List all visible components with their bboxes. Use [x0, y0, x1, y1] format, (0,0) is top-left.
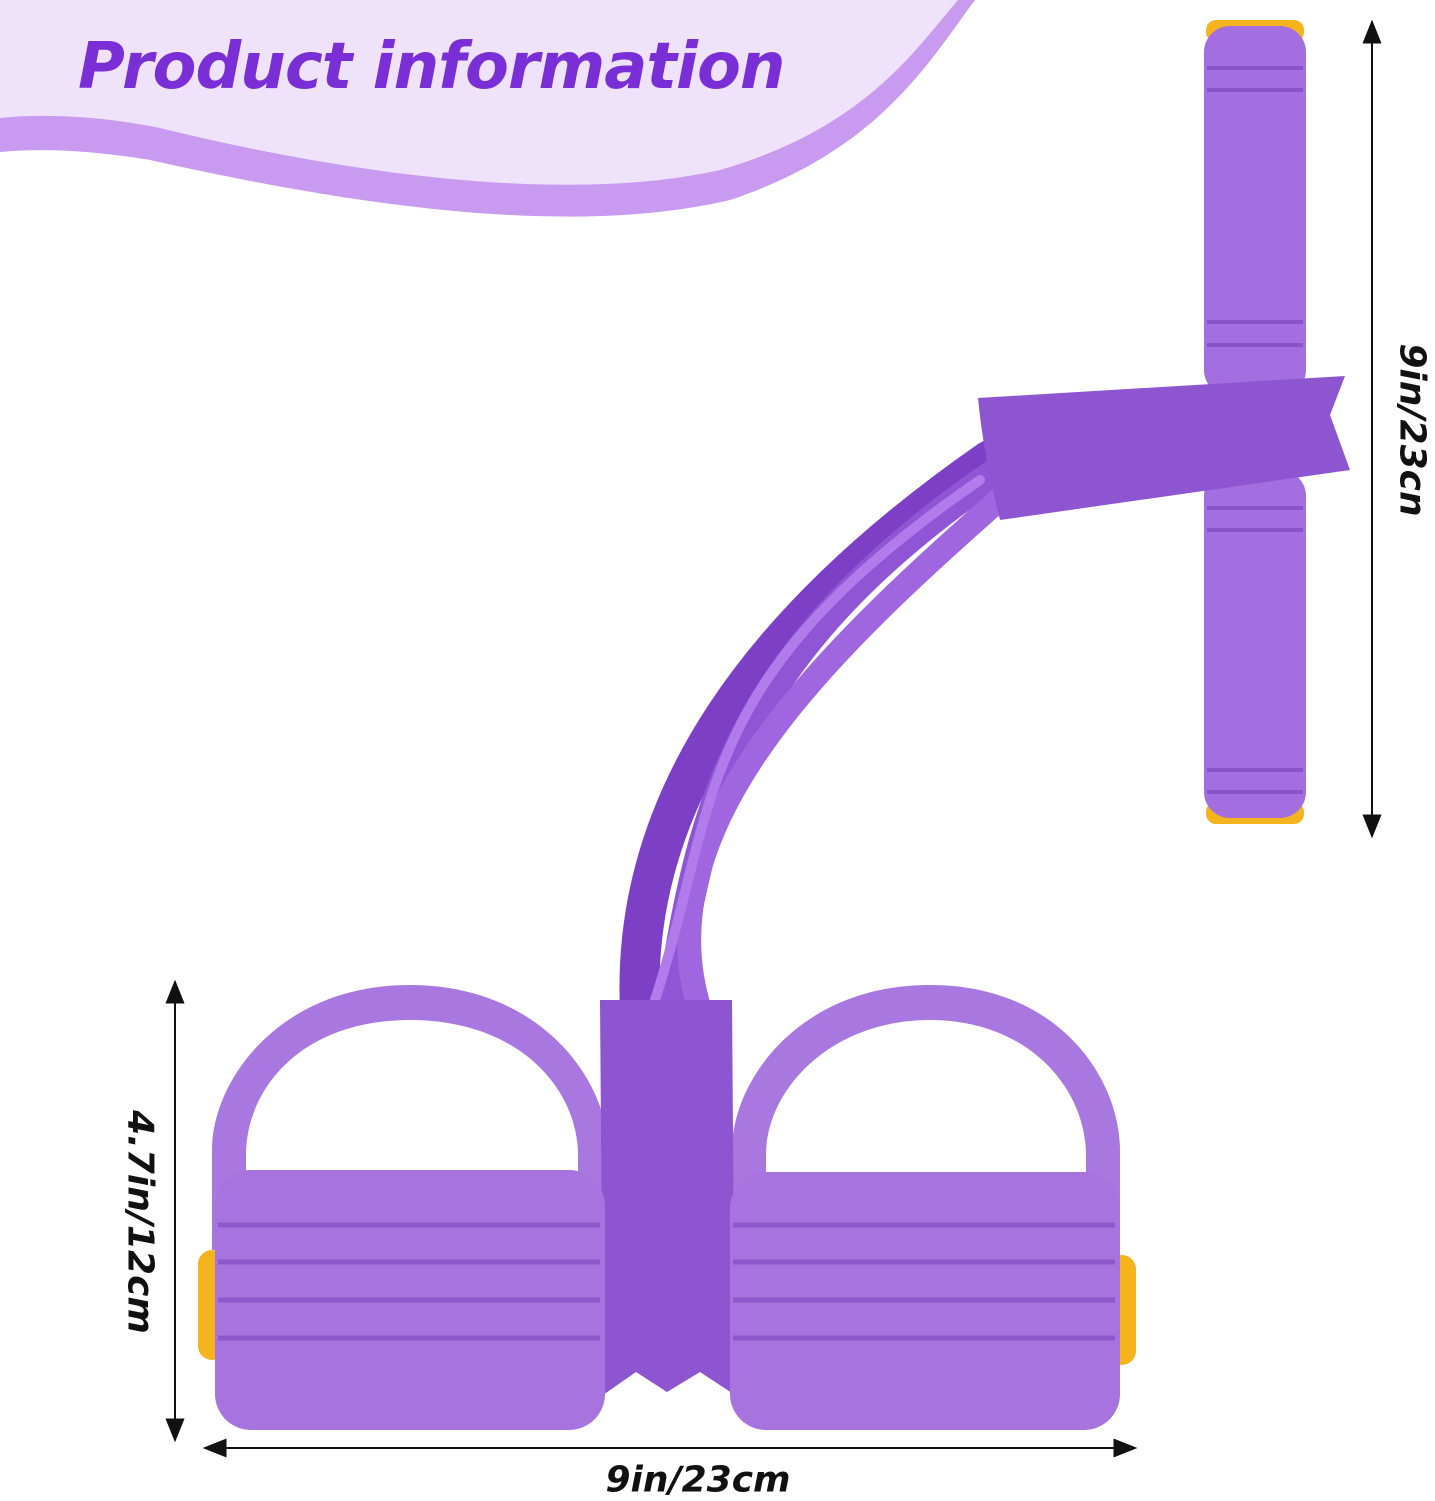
handle-grip-top: [1204, 26, 1306, 396]
pedal-grooves: [218, 1222, 1115, 1341]
banner-fill: [0, 0, 958, 185]
page-title: Product information: [78, 30, 785, 104]
pedal-height-label: 4.7in/12cm: [119, 1110, 161, 1334]
handle-grip-bottom: [1204, 470, 1306, 818]
handle-length-label: 9in/23cn: [1391, 343, 1433, 517]
resistance-tubes: [619, 440, 1022, 1030]
tube-4: [650, 475, 985, 1005]
header-banner: [0, 0, 975, 217]
center-sleeve: [600, 1000, 735, 1395]
handle-grooves: [1207, 66, 1303, 794]
dimension-lines: [165, 19, 1382, 1458]
base-width-label: 9in/23cm: [605, 1459, 791, 1501]
handle-sleeve: [978, 376, 1350, 520]
foam-pedals: [198, 1170, 1136, 1430]
tube-3: [677, 478, 1022, 1022]
handle: [978, 20, 1350, 824]
